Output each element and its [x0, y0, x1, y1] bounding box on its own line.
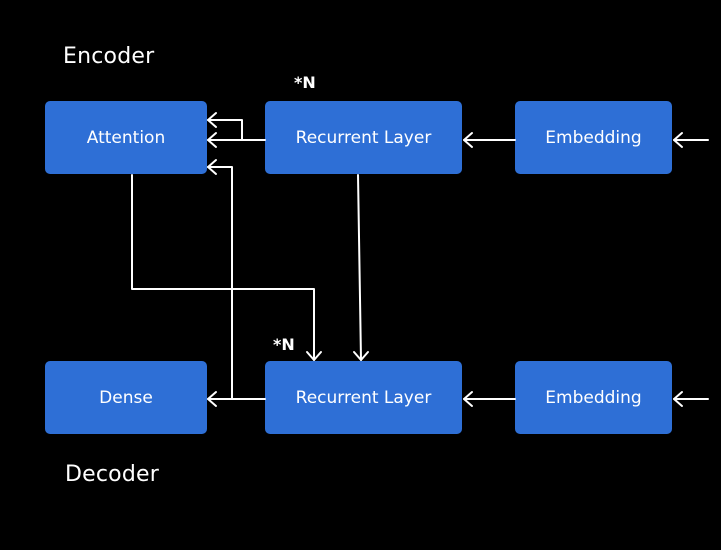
decoder-to-attention-arrow: [207, 159, 233, 400]
decoder-embedding-to-recurrent-arrow: [463, 391, 516, 407]
encoder-recurrent-to-attention-arrow: [207, 132, 266, 148]
decoder-recurrent-layer-block: Recurrent Layer: [265, 361, 462, 434]
attention-to-decoder-recurrent-arrow: [131, 174, 322, 361]
decoder-repeat-label: *N: [273, 335, 295, 354]
encoder-embedding-to-recurrent-arrow: [463, 132, 516, 148]
encoder-input-arrow: [673, 132, 709, 148]
encoder-to-decoder-recurrent-arrow: [353, 174, 369, 361]
decoder-dense-block: Dense: [45, 361, 207, 434]
encoder-embedding-block: Embedding: [515, 101, 672, 174]
decoder-embedding-block: Embedding: [515, 361, 672, 434]
encoder-attention-block: Attention: [45, 101, 207, 174]
encoder-title: Encoder: [63, 44, 155, 69]
encoder-recurrent-layer-block: Recurrent Layer: [265, 101, 462, 174]
decoder-input-arrow: [673, 391, 709, 407]
encoder-repeat-label: *N: [294, 73, 316, 92]
decoder-title: Decoder: [65, 462, 159, 487]
decoder-recurrent-to-dense-arrow: [207, 391, 266, 407]
attention-loop-arrow: [207, 112, 243, 141]
